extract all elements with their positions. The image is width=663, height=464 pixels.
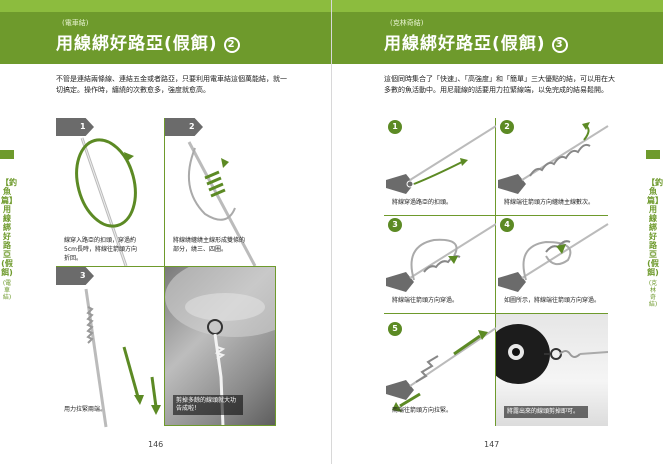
page-number: 146	[148, 440, 164, 449]
step-number-badge: 3	[388, 218, 402, 232]
step-tag: 1	[56, 118, 94, 136]
step-tag: 3	[56, 267, 94, 285]
step-number-badge: 2	[500, 120, 514, 134]
sidebar-sub: (電車結)	[2, 280, 12, 301]
step-2-note: 將線端往箭頭方向纏繞主線數次。	[504, 199, 595, 206]
step-number-badge: 1	[388, 120, 402, 134]
step-3-illustration	[84, 288, 161, 428]
step-3-note: 用力拉緊兩端。	[64, 406, 107, 413]
step-1-panel: 1 線穿入路亞的扣頭，穿過約5cm長時，將線往箭頭方向折回。	[56, 118, 164, 267]
lure-illustration	[165, 267, 275, 425]
header-category: (電車結)	[62, 19, 89, 27]
top-band	[332, 0, 663, 12]
intro-text: 不管是連結兩條線、連結五金或者路亞，只要利用電車結這個萬能結，就一切搞定。操作時…	[56, 75, 287, 94]
sidebar-sub: (克林奇結)	[648, 280, 658, 308]
sidebar-bar	[646, 150, 660, 159]
step-number-badge: 4	[500, 218, 514, 232]
intro-text: 這個同時集合了「快速」、「高強度」和「簡單」三大優點的結，可以用在大多數的魚活動…	[384, 75, 615, 94]
lure-illustration	[496, 324, 608, 384]
step-5-note: 兩端往箭頭方向拉緊。	[392, 407, 453, 414]
step-4-panel: 4 如圖所示，將線端往箭頭方向穿過。	[496, 216, 609, 314]
left-page: (電車結) 用線綁好路亞(假餌) 2 不管是連結兩條線、連結五金或者路亞，只要利用…	[0, 0, 331, 464]
title-number-badge: 3	[551, 37, 568, 53]
top-band	[0, 0, 331, 12]
step-1-note: 將線穿過路亞的扣頭。	[392, 199, 453, 206]
sidebar-label: 【釣魚篇】用線綁好路亞(假餌)	[647, 178, 663, 277]
step-tag: 2	[165, 118, 203, 136]
step-1-illustration	[75, 137, 137, 267]
step-2-illustration	[187, 141, 257, 267]
page-title-text: 用線綁好路亞(假餌)	[384, 34, 546, 54]
page-title: 用線綁好路亞(假餌) 3	[384, 29, 568, 54]
page-title-text: 用線綁好路亞(假餌)	[56, 34, 218, 54]
page-title: 用線綁好路亞(假餌) 2	[56, 29, 240, 54]
step-2-panel: 2 將線繞纏繞主線形成雙條的部分，繞三、四圈。	[164, 118, 276, 267]
step-1-panel: 1 將線穿過路亞的扣頭。	[384, 118, 497, 216]
step-1-illustration	[386, 125, 497, 194]
title-number-badge: 2	[223, 37, 240, 53]
header-category: (克林奇結)	[390, 19, 424, 27]
step-1-note: 線穿入路亞的扣頭，穿過約5cm長時，將線往箭頭方向折回。	[64, 237, 137, 262]
step-number-badge: 5	[388, 322, 402, 336]
page-header: (電車結) 用線綁好路亞(假餌) 2	[0, 12, 331, 64]
sidebar-bar	[0, 150, 14, 159]
step-2-illustration	[498, 122, 609, 194]
step-3-note: 將線端往箭頭方向穿過。	[392, 297, 459, 304]
step-4-illustration	[498, 223, 609, 292]
page-number: 147	[484, 440, 500, 449]
step-3-illustration	[386, 223, 497, 292]
step-5-illustration	[386, 327, 497, 412]
photo-caption: 將露出來的線頭剪掉即可。	[504, 406, 588, 418]
sidebar-label: 【釣魚篇】用線綁好路亞(假餌)	[1, 178, 17, 277]
right-page: (克林奇結) 用線綁好路亞(假餌) 3 這個同時集合了「快速」、「高強度」和「簡單…	[332, 0, 663, 464]
finished-knot-photo: 剪掉多餘的線頭就大功告成啦！	[164, 266, 276, 426]
finished-knot-photo: 將露出來的線頭剪掉即可。	[496, 314, 608, 426]
step-3-panel: 3 用力拉緊兩端。	[56, 266, 164, 428]
photo-caption: 剪掉多餘的線頭就大功告成啦！	[173, 395, 243, 415]
step-2-note: 將線繞纏繞主線形成雙條的部分，繞三、四圈。	[173, 237, 246, 253]
page-gutter	[331, 0, 332, 464]
step-5-panel: 5 兩端往箭頭方向拉緊。	[384, 314, 497, 426]
step-4-note: 如圖所示，將線端往箭頭方向穿過。	[504, 297, 601, 304]
step-2-panel: 2 將線端往箭頭方向纏繞主線數次。	[496, 118, 609, 216]
step-3-panel: 3 將線端往箭頭方向穿過。	[384, 216, 497, 314]
page-header: (克林奇結) 用線綁好路亞(假餌) 3	[332, 12, 663, 64]
